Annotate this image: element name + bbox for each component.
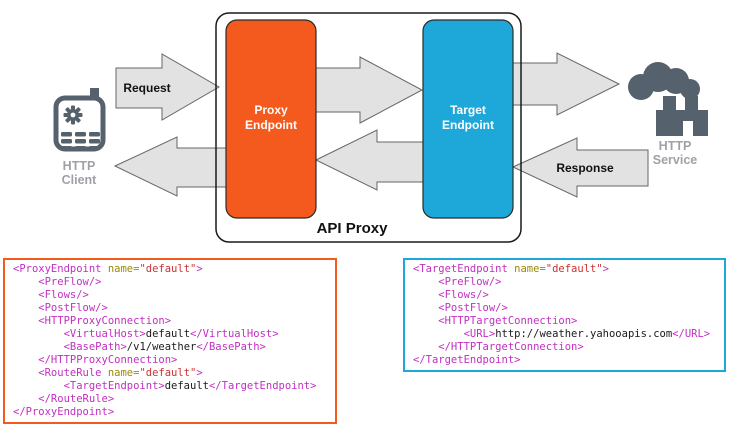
proxy-to-target-arrow — [315, 56, 424, 124]
api-proxy-box — [215, 12, 522, 243]
flow-diagram: Request Response Proxy Endpoint Target E… — [53, 12, 708, 243]
code-line: <Flows/> — [13, 289, 89, 301]
response-label: Response — [556, 161, 614, 175]
code-line: <Flows/> — [413, 289, 489, 301]
code-line: </RouteRule> — [13, 393, 115, 405]
target-endpoint-box — [422, 19, 514, 219]
factory-smoke-icon — [628, 62, 708, 136]
code-line: <RouteRule name="default"> — [13, 367, 203, 379]
target-endpoint-code-block: <TargetEndpoint name="default"> <PreFlow… — [403, 258, 726, 372]
svg-text:Service: Service — [653, 153, 698, 167]
proxy-endpoint-label: Endpoint — [245, 118, 297, 132]
http-client-label: HTTP Client — [62, 159, 98, 187]
request-label: Request — [123, 81, 170, 95]
code-line: </HTTPTargetConnection> — [413, 341, 584, 353]
target-to-proxy-arrow — [314, 129, 424, 191]
proxy-endpoint-code-block: <ProxyEndpoint name="default"> <PreFlow/… — [3, 258, 337, 424]
code-line: </ProxyEndpoint> — [13, 406, 115, 418]
code-line: <VirtualHost>default</VirtualHost> — [13, 328, 279, 340]
code-line: <URL>http://weather.yahooapis.com</URL> — [413, 328, 711, 340]
svg-text:HTTP: HTTP — [63, 159, 96, 173]
target-to-service-arrow — [505, 52, 621, 116]
code-line: <HTTPProxyConnection> — [13, 315, 172, 327]
proxy-endpoint-label: Proxy — [254, 103, 288, 117]
http-service-label: HTTP Service — [653, 139, 698, 167]
api-proxy-label: API Proxy — [317, 220, 389, 237]
code-line: <PostFlow/> — [413, 302, 508, 314]
code-line: <HTTPTargetConnection> — [413, 315, 578, 327]
target-endpoint-label: Target — [450, 103, 486, 117]
code-line: <PostFlow/> — [13, 302, 108, 314]
svg-text:HTTP: HTTP — [659, 139, 692, 153]
code-line: <PreFlow/> — [413, 276, 502, 288]
code-line: <PreFlow/> — [13, 276, 102, 288]
target-endpoint-label: Endpoint — [442, 118, 494, 132]
code-line: <ProxyEndpoint name="default"> — [13, 263, 203, 275]
svg-text:Client: Client — [62, 173, 98, 187]
return-to-client-arrow — [113, 136, 233, 197]
response-arrow — [511, 137, 649, 198]
proxy-endpoint-box — [225, 19, 317, 219]
code-line: <TargetEndpoint name="default"> — [413, 263, 609, 275]
code-line: <BasePath>/v1/weather</BasePath> — [13, 341, 266, 353]
code-line: </HTTPProxyConnection> — [13, 354, 178, 366]
code-line: </TargetEndpoint> — [413, 354, 521, 366]
mobile-phone-gear-icon — [53, 88, 106, 152]
code-line: <TargetEndpoint>default</TargetEndpoint> — [13, 380, 317, 392]
request-arrow — [115, 53, 220, 121]
